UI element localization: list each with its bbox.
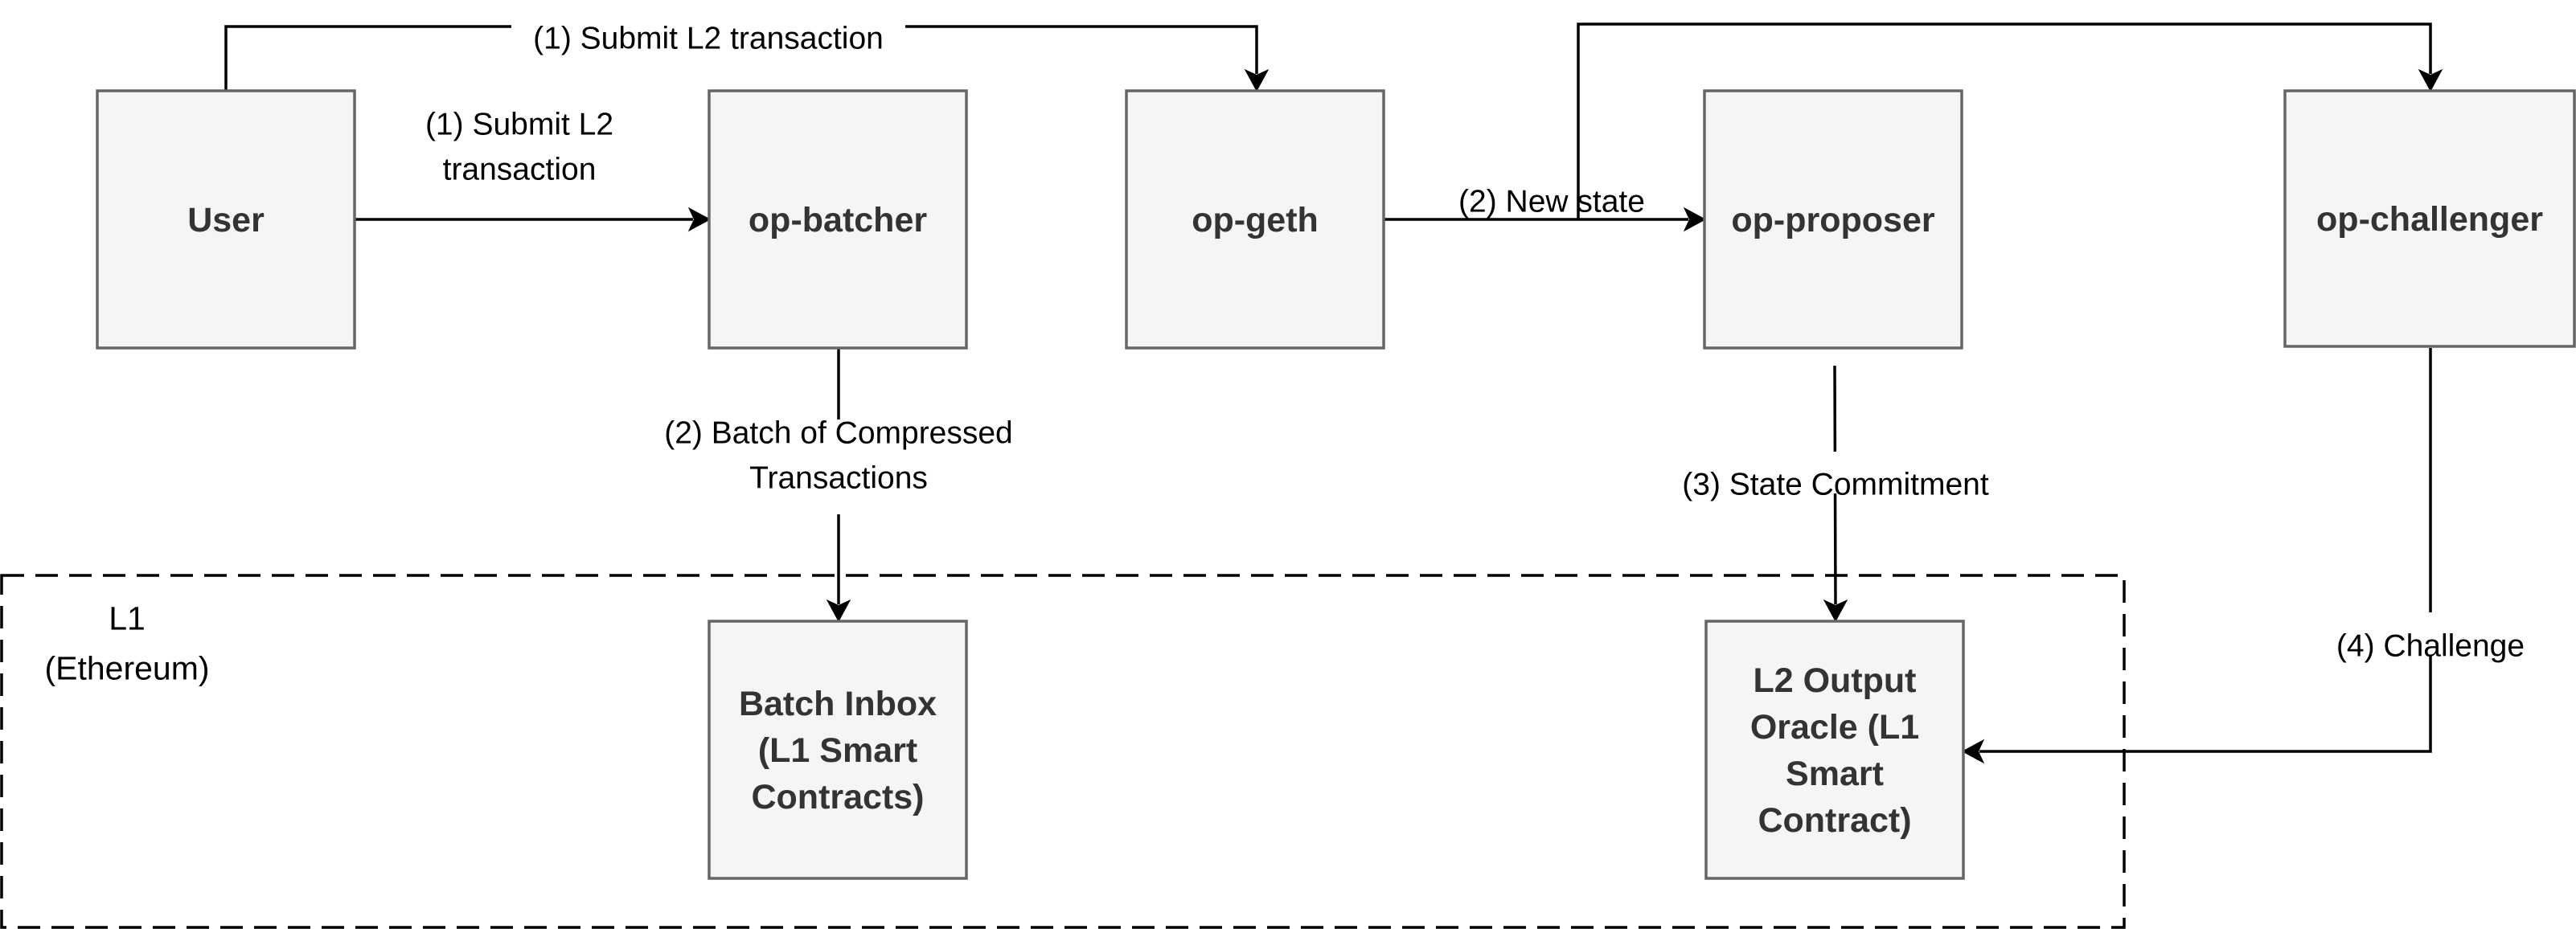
node-op-proposer-label-line: op-proposer (1731, 201, 1934, 239)
l1-region-label-line: L1 (109, 600, 146, 636)
edge-op-geth-to-op-proposer-label: (2) New state (1458, 185, 1645, 219)
edge-user-to-op-geth-label: (1) Submit L2 transaction (533, 22, 884, 56)
node-l2-output-oracle-label-line: L2 Output (1753, 661, 1916, 700)
edge-op-geth-to-op-proposer-arrow (1683, 207, 1707, 232)
node-l2-output-oracle-label-line: Contract) (1758, 801, 1911, 840)
edge-op-challenger-to-l2-output-oracle-arrow (1961, 739, 1985, 764)
edge-user-to-op-geth-arrow (1244, 68, 1270, 92)
node-user-label-line: User (187, 201, 265, 239)
node-l2-output-oracle-label-line: Smart (1786, 755, 1884, 793)
node-op-geth: op-geth (1125, 89, 1385, 350)
edge-op-batcher-to-batch-inbox-arrow (826, 599, 851, 623)
edge-user-to-op-geth: (1) Submit L2 transaction (224, 6, 1270, 92)
node-batch-inbox-label-line: Batch Inbox (739, 685, 937, 723)
node-op-challenger-label-line: op-challenger (2316, 200, 2543, 239)
edge-user-to-op-batcher-arrow (687, 207, 712, 232)
edge-op-challenger-to-l2-output-oracle-label-line: (4) Challenge (2336, 629, 2525, 664)
edge-op-geth-to-op-proposer: (2) New state (1384, 185, 1707, 232)
edge-op-challenger-to-l2-output-oracle-label: (4) Challenge (2336, 629, 2525, 664)
edge-op-geth-to-op-challenger-arrow (2418, 68, 2443, 92)
edge-op-challenger-to-l2-output-oracle: (4) Challenge (1961, 348, 2539, 764)
edge-op-geth-to-op-challenger (1577, 23, 2443, 219)
edge-user-to-op-batcher-label: (1) Submit L2 transaction (425, 108, 613, 187)
node-user-label: User (187, 201, 265, 239)
edge-op-proposer-to-l2-output-oracle: (3) State Commitment (1656, 365, 2015, 623)
edge-user-to-op-batcher-label-line: transaction (443, 153, 597, 187)
node-op-batcher-label-line: op-batcher (749, 201, 927, 239)
node-batch-inbox-label-line: (L1 Smart (758, 731, 917, 770)
edge-user-to-op-batcher-label-line: (1) Submit L2 (425, 108, 613, 142)
l1-region-label-line: (Ethereum) (44, 649, 209, 686)
edge-user-to-op-geth-label-line: (1) Submit L2 transaction (533, 22, 884, 56)
edge-op-geth-to-op-proposer-label-line: (2) New state (1458, 185, 1645, 219)
node-op-geth-label-line: op-geth (1192, 201, 1319, 239)
node-op-challenger: op-challenger (2283, 89, 2576, 348)
node-op-batcher: op-batcher (708, 89, 968, 350)
l1-region-label: L1 (Ethereum) (44, 600, 209, 686)
edge-op-proposer-to-l2-output-oracle-label: (3) State Commitment (1682, 468, 1989, 502)
node-l2-output-oracle-label-line: Oracle (L1 (1750, 708, 1919, 747)
node-op-challenger-label: op-challenger (2316, 200, 2543, 239)
node-op-geth-label: op-geth (1192, 201, 1319, 239)
edge-user-to-op-batcher: (1) Submit L2 transaction (355, 108, 712, 232)
edge-op-proposer-to-l2-output-oracle-label-line: (3) State Commitment (1682, 468, 1989, 502)
node-batch-inbox-label-line: Contracts) (751, 778, 924, 816)
node-op-proposer: op-proposer (1703, 89, 1963, 350)
node-op-proposer-label: op-proposer (1731, 201, 1934, 239)
node-user: User (96, 89, 356, 350)
node-op-batcher-label: op-batcher (749, 201, 927, 239)
edge-op-proposer-to-l2-output-oracle-arrow (1823, 599, 1848, 623)
edge-op-batcher-to-batch-inbox-label-line: (2) Batch of Compressed (664, 416, 1013, 451)
edge-op-batcher-to-batch-inbox-label-line: Transactions (749, 461, 928, 496)
